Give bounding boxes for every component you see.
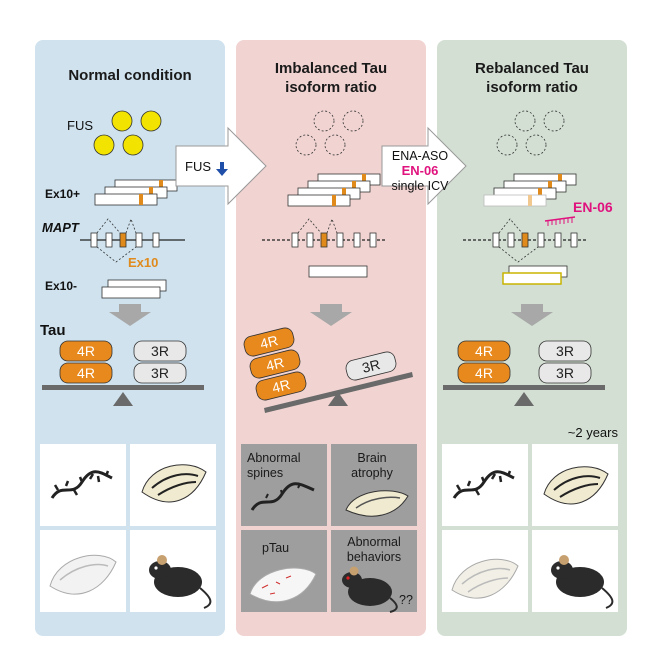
cell-spine-normal xyxy=(40,444,126,526)
balance-imbalanced: 4R 4R 4R 3R xyxy=(243,327,413,413)
fus-circle xyxy=(140,110,162,132)
pill-4r-text: 4R xyxy=(270,376,291,396)
down-arrow xyxy=(511,304,553,326)
arrow-aso-line2: EN-06 xyxy=(402,163,439,178)
aso-treatment-arrow xyxy=(381,126,467,206)
pill-4r-text: 4R xyxy=(77,343,95,359)
brain-slice-icon xyxy=(345,490,409,517)
down-arrow-icon xyxy=(216,162,228,176)
ex10minus-transcripts xyxy=(502,265,568,285)
tau-label: Tau xyxy=(40,322,66,339)
arrow-fus-label: FUS xyxy=(185,159,211,174)
mapt-gene xyxy=(262,217,385,248)
pill-4r xyxy=(255,371,307,401)
pill-4r xyxy=(59,362,113,384)
pill-4r-text: 4R xyxy=(77,365,95,381)
brain-atrophy-label-1: Brain xyxy=(357,451,386,465)
fus-label: FUS xyxy=(67,118,93,133)
normal-title: Normal condition xyxy=(68,67,191,84)
fus-depleted-group xyxy=(496,110,565,156)
brain-slice-icon xyxy=(249,567,317,603)
imbalanced-title-2: isoform ratio xyxy=(285,79,377,96)
abnormal-behaviors-label-1: Abnormal xyxy=(347,535,401,549)
rebalanced-title-2: isoform ratio xyxy=(486,79,578,96)
ex10plus-transcripts xyxy=(94,179,178,206)
ex10minus-transcripts xyxy=(101,279,167,299)
abnormal-spines-label-2: spines xyxy=(247,466,283,480)
arrow-aso-line1: ENA-ASO xyxy=(392,149,449,163)
pill-3r-text: 3R xyxy=(556,365,574,381)
pill-4r-text: 4R xyxy=(475,343,493,359)
fus-depleted-group xyxy=(295,110,364,156)
imbalanced-title-1: Imbalanced Tau xyxy=(275,60,387,77)
ex10minus-label: Ex10- xyxy=(45,279,77,293)
brain-slice-icon xyxy=(543,466,609,505)
pill-4r xyxy=(59,340,113,362)
mouse-icon xyxy=(149,555,212,609)
fus-circle xyxy=(93,134,115,156)
pill-4r-text: 4R xyxy=(475,365,493,381)
pill-4r-text: 4R xyxy=(258,332,279,352)
pill-3r-text: 3R xyxy=(360,356,381,376)
cell-spine-rebalanced xyxy=(442,444,528,526)
pill-4r-text: 4R xyxy=(264,354,285,374)
brain-slice-icon xyxy=(141,464,207,503)
down-arrow xyxy=(109,304,151,326)
fus-circle xyxy=(111,110,133,132)
pill-3r xyxy=(133,362,187,384)
mapt-gene xyxy=(80,217,185,263)
rebalanced-title-1: Rebalanced Tau xyxy=(475,60,589,77)
pill-4r xyxy=(457,362,511,384)
brain-atrophy-label-2: atrophy xyxy=(351,466,393,480)
pill-3r-text: 3R xyxy=(151,343,169,359)
balance-rebalanced: 4R 4R 3R 3R xyxy=(443,340,605,406)
pill-4r xyxy=(249,349,301,379)
cell-abnormal-spines xyxy=(241,444,327,526)
en06-label: EN-06 xyxy=(573,199,613,215)
pill-3r xyxy=(133,340,187,362)
abnormal-behaviors-label-2: behaviors xyxy=(347,550,401,564)
fus-protein-group xyxy=(93,110,162,156)
brain-slice-icon xyxy=(451,558,519,599)
aso-comb-icon xyxy=(544,216,576,226)
pill-4r xyxy=(457,340,511,362)
dendrite-icon xyxy=(50,470,113,499)
ex10minus-transcripts xyxy=(308,265,368,278)
arrow-aso-line3: single ICV xyxy=(392,179,450,193)
ptau-label: pTau xyxy=(262,541,289,555)
duration-label: ~2 years xyxy=(568,425,619,440)
mapt-gene xyxy=(463,218,588,263)
balance-normal: 4R 4R 3R 3R xyxy=(42,340,204,406)
down-arrow xyxy=(310,304,352,326)
pill-4r xyxy=(243,327,295,357)
ex10plus-transcripts xyxy=(287,173,381,207)
pill-3r xyxy=(345,351,397,381)
mouse-icon xyxy=(551,555,614,609)
dendrite-icon xyxy=(250,482,315,511)
ex10plus-transcripts xyxy=(483,173,577,207)
fus-circle xyxy=(122,134,144,156)
abnormal-spines-label-1: Abnormal xyxy=(247,451,301,465)
dendrite-icon xyxy=(452,470,515,499)
pill-3r xyxy=(538,340,592,362)
unknown-marks: ?? xyxy=(399,593,413,607)
mapt-label: MAPT xyxy=(42,220,80,235)
pill-3r xyxy=(538,362,592,384)
ex10plus-label: Ex10+ xyxy=(45,187,80,201)
ex10-label: Ex10 xyxy=(128,255,158,270)
pill-3r-text: 3R xyxy=(151,365,169,381)
pill-3r-text: 3R xyxy=(556,343,574,359)
mouse-icon xyxy=(342,566,398,613)
brain-slice-icon xyxy=(49,554,117,595)
